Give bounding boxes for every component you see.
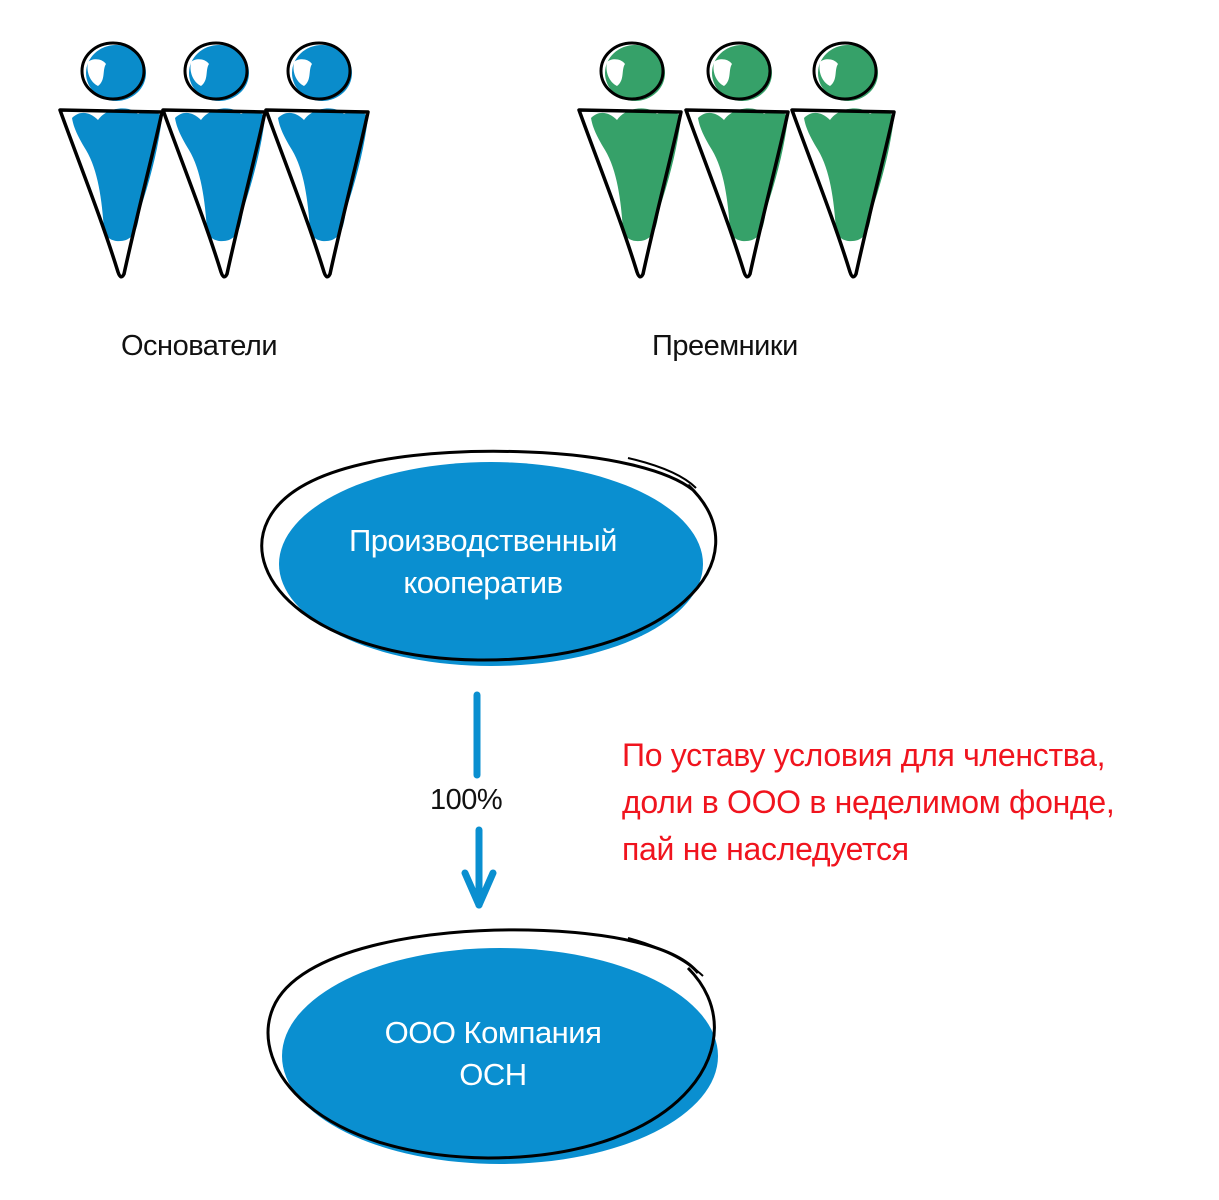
llc-ellipse (266, 928, 718, 1164)
charter-note-line1: По уставу условия для членства, (622, 737, 1106, 773)
charter-note-line2: доли в ООО в неделимом фонде, (622, 784, 1115, 820)
successor-person-icon (577, 40, 687, 280)
founder-person-icon (161, 40, 271, 280)
cooperative-ellipse (260, 449, 718, 666)
founder-person-icon (264, 40, 374, 280)
cooperative-label-line2: кооператив (403, 565, 563, 600)
arrow-down-icon (461, 691, 497, 909)
cooperative-node: Производственный кооператив (248, 440, 718, 670)
ownership-percent-label: 100% (430, 784, 503, 816)
successors-label: Преемники (652, 330, 798, 362)
cooperative-label-line1: Производственный (349, 523, 617, 558)
llc-label-line2: ОСН (459, 1057, 527, 1092)
successor-person-icon (790, 40, 900, 280)
founder-person-icon (58, 40, 168, 280)
llc-label-line1: ООО Компания (384, 1015, 602, 1050)
llc-node: ООО Компания ОСН (258, 918, 728, 1168)
founders-label: Основатели (121, 330, 278, 362)
charter-note-line3: пай не наследуется (622, 831, 909, 867)
charter-note: По уставу условия для членства, доли в О… (622, 732, 1115, 873)
successor-person-icon (684, 40, 794, 280)
